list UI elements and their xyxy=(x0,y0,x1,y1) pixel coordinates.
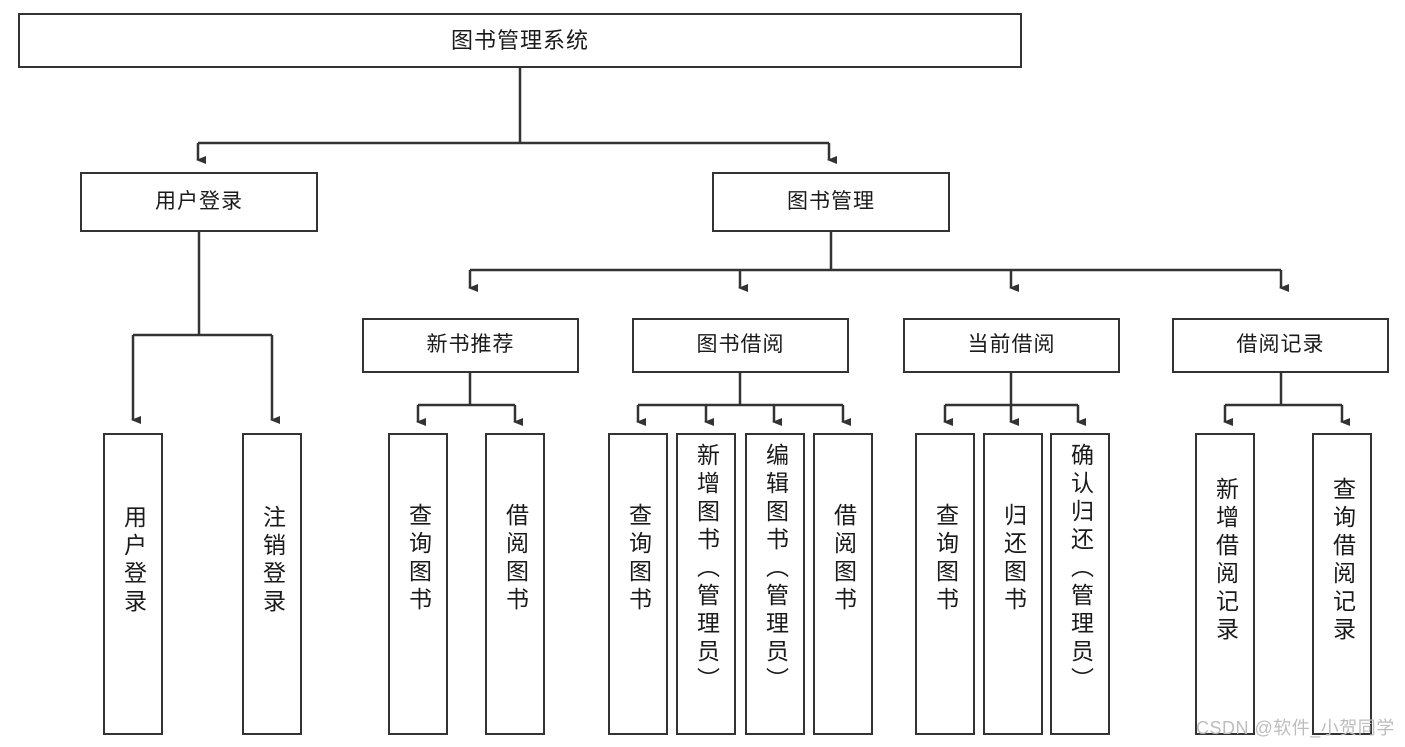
node-current-borrow[interactable]: 当前借阅 xyxy=(903,318,1120,373)
node-label: 借阅图书 xyxy=(502,503,529,615)
leaf-borrow-edit-book-admin[interactable]: 编辑图书（管理员） xyxy=(745,433,805,735)
node-label: 图书管理系统 xyxy=(450,27,589,53)
node-borrow-record[interactable]: 借阅记录 xyxy=(1172,318,1389,373)
leaf-recommend-query-book[interactable]: 查询图书 xyxy=(388,433,448,735)
node-label: 用户登录 xyxy=(120,505,147,617)
leaf-current-query-book[interactable]: 查询图书 xyxy=(915,433,975,735)
node-label: 归还图书 xyxy=(1000,503,1027,615)
node-label: 查询图书 xyxy=(625,503,652,615)
node-label: 当前借阅 xyxy=(967,333,1056,357)
node-label: 查询借阅记录 xyxy=(1329,477,1356,645)
leaf-current-return-book[interactable]: 归还图书 xyxy=(983,433,1043,735)
node-book-management[interactable]: 图书管理 xyxy=(712,172,950,232)
node-label: 确认归还（管理员） xyxy=(1067,443,1094,695)
leaf-current-confirm-return-admin[interactable]: 确认归还（管理员） xyxy=(1050,433,1110,735)
node-user-login[interactable]: 用户登录 xyxy=(80,172,318,232)
leaf-user-login-login[interactable]: 用户登录 xyxy=(103,433,163,735)
node-label: 图书管理 xyxy=(787,189,875,213)
node-label: 编辑图书（管理员） xyxy=(762,443,789,695)
node-label: 查询图书 xyxy=(932,503,959,615)
leaf-borrow-borrow-book[interactable]: 借阅图书 xyxy=(813,433,873,735)
leaf-borrow-query-book[interactable]: 查询图书 xyxy=(608,433,668,735)
node-new-book-recommend[interactable]: 新书推荐 xyxy=(362,318,579,373)
leaf-user-login-logout[interactable]: 注销登录 xyxy=(242,433,302,735)
leaf-record-add-record[interactable]: 新增借阅记录 xyxy=(1195,433,1255,735)
node-label: 借阅记录 xyxy=(1236,333,1325,357)
leaf-record-query-record[interactable]: 查询借阅记录 xyxy=(1312,433,1372,735)
leaf-borrow-add-book-admin[interactable]: 新增图书（管理员） xyxy=(676,433,736,735)
node-label: 图书借阅 xyxy=(696,333,785,357)
node-label: 新增图书（管理员） xyxy=(693,443,720,695)
node-label: 借阅图书 xyxy=(830,503,857,615)
node-label: 查询图书 xyxy=(405,503,432,615)
node-book-borrow[interactable]: 图书借阅 xyxy=(632,318,849,373)
leaf-recommend-borrow-book[interactable]: 借阅图书 xyxy=(485,433,545,735)
node-root-system[interactable]: 图书管理系统 xyxy=(18,13,1022,68)
node-label: 用户登录 xyxy=(155,189,243,213)
node-label: 注销登录 xyxy=(259,505,286,617)
node-label: 新书推荐 xyxy=(426,333,515,357)
node-label: 新增借阅记录 xyxy=(1212,477,1239,645)
